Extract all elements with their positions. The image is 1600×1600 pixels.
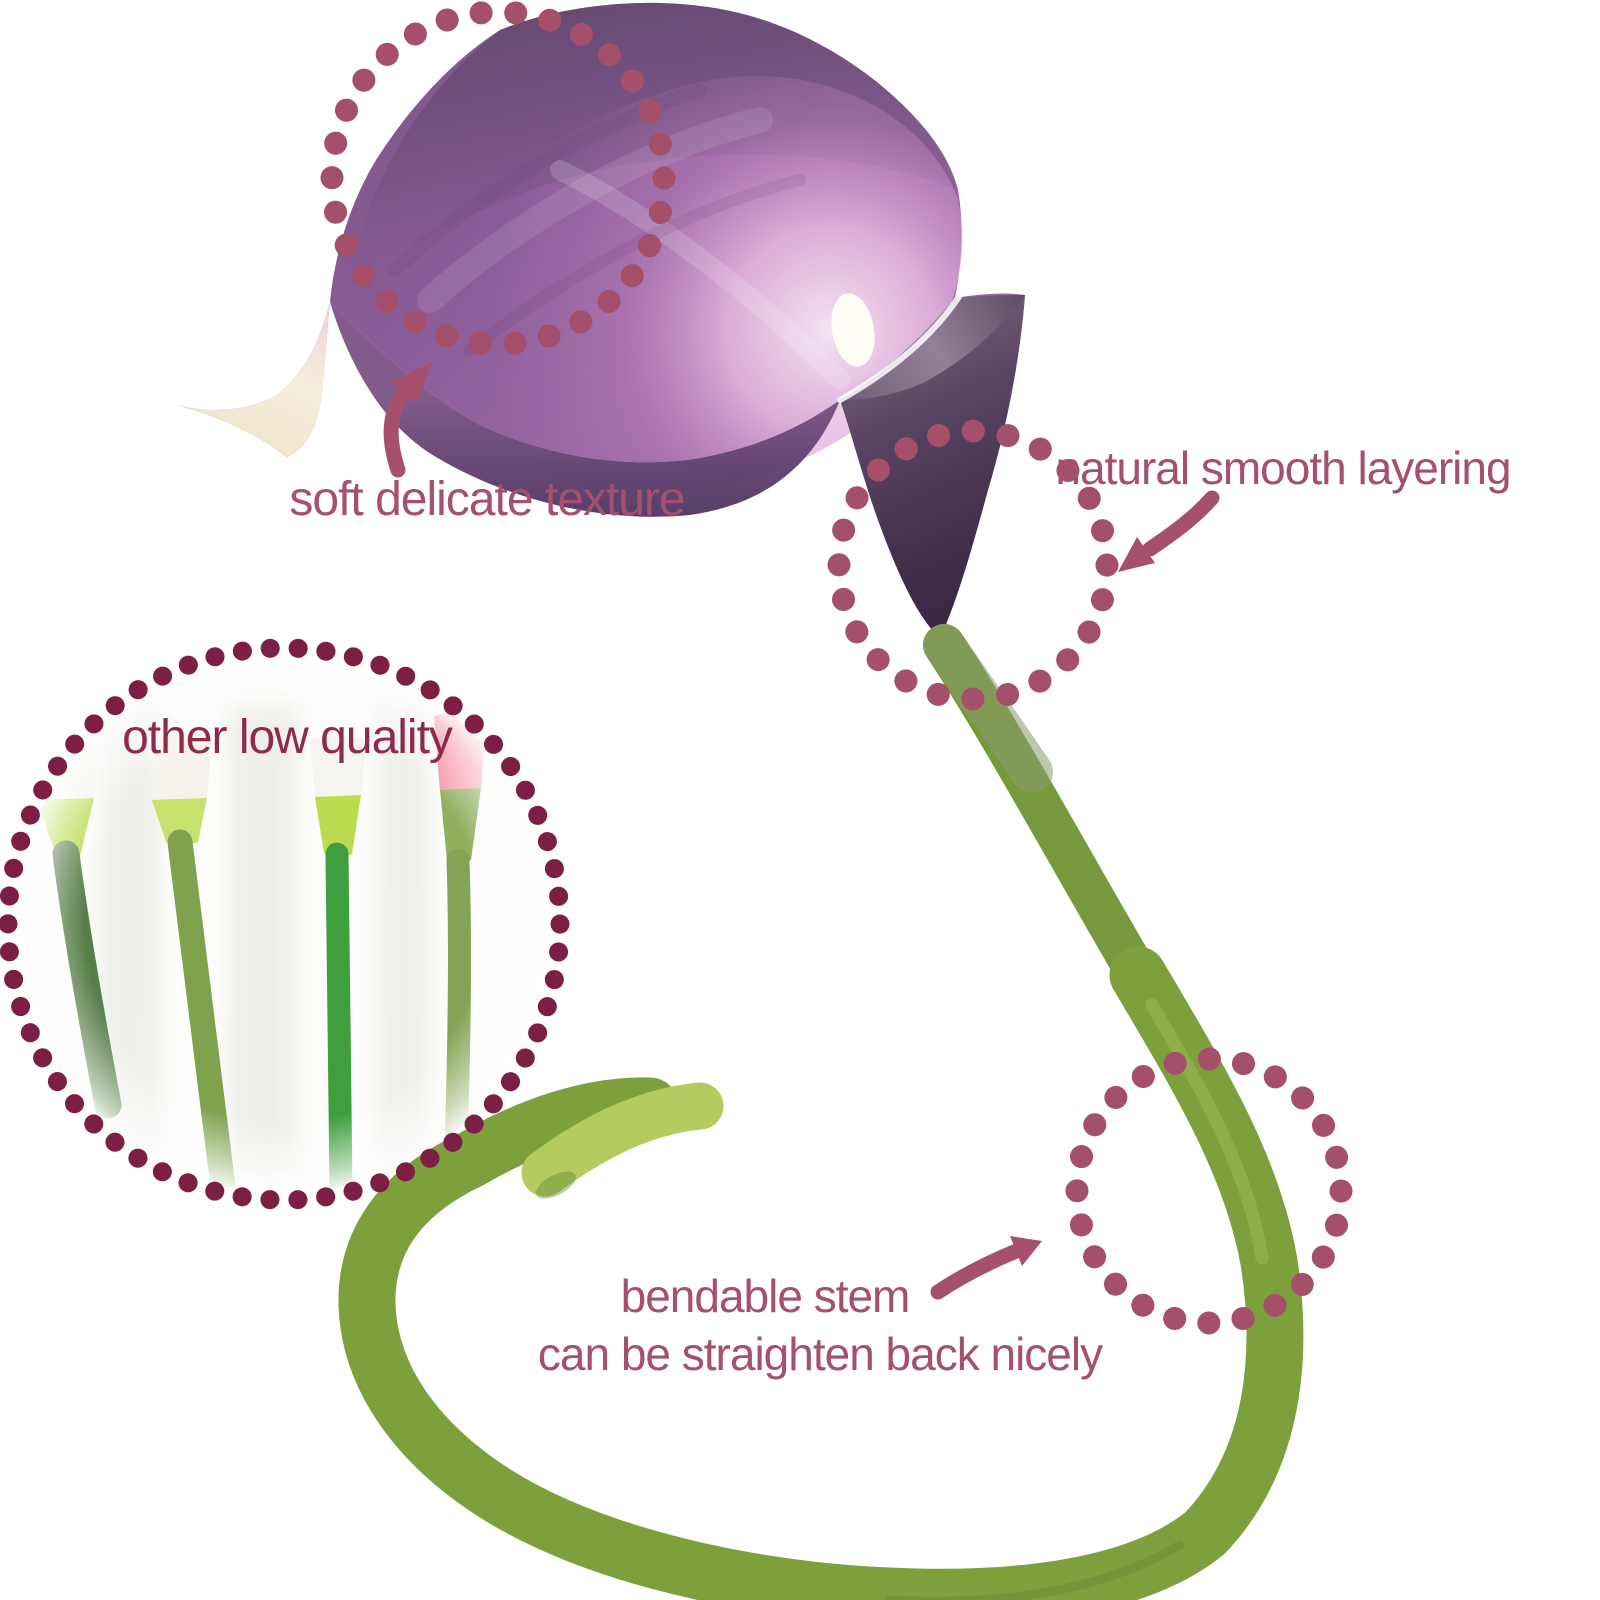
calla-flower [177,2,1025,638]
curved-arrow-down-left-icon [1142,490,1220,557]
petal-vein-streak-3 [417,107,773,313]
curved-arrow-up-right-icon [930,1244,1022,1300]
smooth-layering-arrow [1118,490,1220,572]
petal-highlight-streak [550,160,850,390]
stem-tip [521,1082,724,1197]
arrow-down-left-head [1118,537,1155,572]
smooth-layering-label: natural smooth layering [1055,441,1511,494]
inset-edge-fade [16,656,552,1192]
arrow-up-head [391,362,432,403]
stem-sleeve [923,624,1053,793]
spadix [831,293,875,367]
low-quality-label: other low quality [122,710,453,764]
dotted-circle-texture [320,0,676,356]
petal-front-fold [330,302,840,517]
arrow-up-right-head [1010,1236,1042,1266]
stem-loop-highlight [1145,998,1269,1265]
bendable-stem-sublabel: can be straighten back nicely [537,1327,1103,1380]
stem-loop [338,946,1304,1600]
petal-inner-glow [360,76,963,494]
stem-seam [536,1171,576,1199]
soft-texture-arrow [383,362,432,478]
stem-loop-shade [885,1540,1185,1600]
flower-stem [338,624,1304,1600]
inset-dotted-border [0,638,570,1210]
petal-cream-curl [177,302,330,457]
dotted-circle-bendable [1065,1047,1353,1335]
comparison-inset [8,648,560,1200]
bendable-stem-arrow [930,1236,1042,1300]
soft-texture-label: soft delicate texture [289,472,685,526]
bendable-stem-label: bendable stem [620,1269,911,1322]
dotted-circle-layering [827,419,1119,711]
curved-arrow-up-icon [383,384,412,478]
petal-vein-streak-1 [464,174,806,356]
rim-white-highlight [837,289,965,403]
